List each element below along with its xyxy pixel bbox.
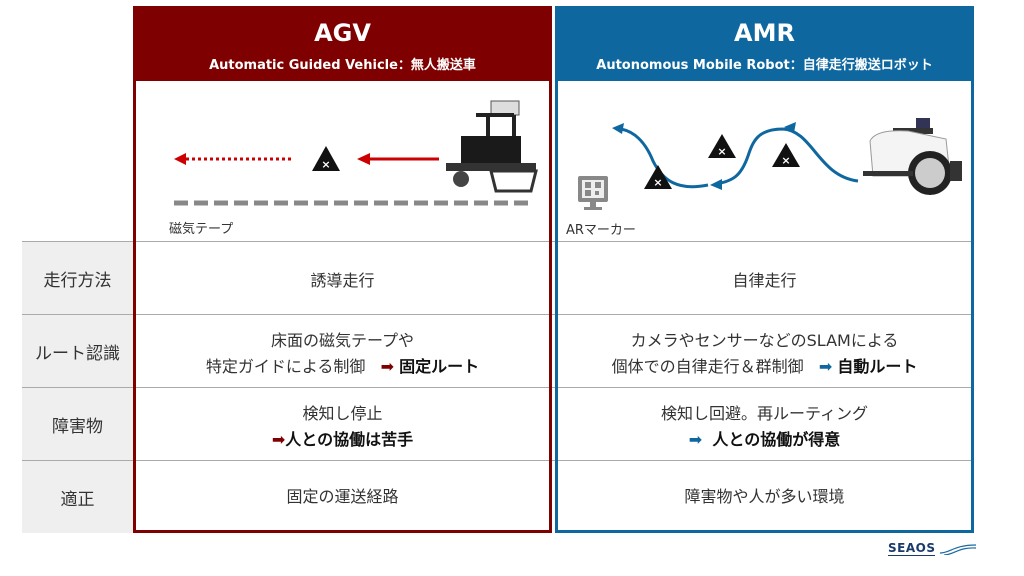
amr-subtitle: Autonomous Mobile Robot：自律走行搬送ロボット (596, 58, 933, 73)
cell-text: 誘導走行 (310, 270, 375, 290)
arrow-right-icon: ➡ (818, 356, 833, 376)
cell-text: 検知し停止 (302, 403, 383, 423)
wave-icon (940, 543, 977, 556)
amr-suitability: 障害物や人が多い環境 (558, 463, 971, 530)
agv-column: AGV Automatic Guided Vehicle：無人搬送車 × 磁気テ… (133, 6, 552, 533)
row-label-obstacle: 障害物 (22, 388, 133, 460)
row-label-text: 障害物 (52, 416, 103, 437)
agv-header: AGV Automatic Guided Vehicle：無人搬送車 (136, 9, 549, 81)
arrowhead-icon (784, 122, 796, 133)
agv-subtitle: Automatic Guided Vehicle：無人搬送車 (209, 58, 476, 73)
amr-travel-method: 自律走行 (558, 244, 971, 317)
svg-text:×: × (717, 145, 726, 158)
cell-text: カメラやセンサーなどのSLAMによる (630, 330, 899, 350)
amr-route-recognition: カメラやセンサーなどのSLAMによる 個体での自律走行＆群制御 ➡ 自動ルート (558, 317, 971, 390)
row-label-route-recognition: ルート認識 (22, 315, 133, 387)
amr-column: AMR Autonomous Mobile Robot：自律走行搬送ロボット ×… (555, 6, 974, 533)
agv-illustration: × (174, 100, 538, 206)
obstacle-icon: × (772, 143, 800, 167)
cell-text: 床面の磁気テープや (270, 330, 415, 350)
row-label-travel-method: 走行方法 (22, 242, 133, 314)
cell-text: 検知し回避。再ルーティング (660, 403, 869, 423)
arrow-right-icon: ➡ (688, 429, 703, 449)
arrow-right-icon: ➡ (271, 429, 286, 449)
agv-title: AGV (314, 19, 371, 47)
divider (22, 387, 974, 388)
agv-obstacle: 検知し停止 ➡人との協働は苦手 (136, 390, 549, 463)
obstacle-icon: × (708, 134, 736, 158)
amr-title: AMR (734, 19, 795, 47)
arrowhead-icon (710, 179, 722, 190)
divider (22, 241, 974, 242)
obstacle-icon: × (644, 165, 672, 189)
ar-marker-icon (578, 176, 608, 210)
arrowhead-icon (357, 153, 370, 165)
logo-text: SEAOS (888, 541, 936, 556)
row-label-text: ルート認識 (35, 343, 120, 364)
arrow-right-icon: ➡ (380, 356, 395, 376)
row-label-text: 走行方法 (43, 270, 112, 291)
cell-text: 固定の運送経路 (286, 486, 399, 506)
cell-text: 個体での自律走行＆群制御 (611, 356, 804, 376)
seaos-logo: SEAOS (888, 541, 977, 556)
amr-illustration: × × × (578, 118, 962, 210)
cell-text: 障害物や人が多い環境 (684, 486, 845, 506)
svg-text:×: × (781, 154, 790, 167)
agv-route-recognition: 床面の磁気テープや 特定ガイドによる制御 ➡ 固定ルート (136, 317, 549, 390)
magnetic-tape-caption: 磁気テープ (169, 222, 234, 237)
agv-travel-method: 誘導走行 (136, 244, 549, 317)
divider (22, 314, 974, 315)
obstacle-icon: × (312, 146, 340, 171)
amr-obstacle: 検知し回避。再ルーティング ➡ 人との協働が得意 (558, 390, 971, 463)
svg-text:×: × (653, 176, 662, 189)
agv-robot-icon (446, 100, 538, 193)
cell-highlight: 固定ルート (399, 356, 480, 376)
row-label-text: 適正 (60, 489, 95, 510)
cell-highlight: 自動ルート (837, 356, 918, 376)
ar-marker-caption: ARマーカー (566, 223, 636, 238)
cell-text: 特定ガイドによる制御 (205, 356, 366, 376)
cell-highlight: 人との協働が得意 (712, 429, 841, 449)
arrowhead-icon (174, 153, 186, 165)
svg-text:×: × (321, 158, 330, 171)
cell-text: 自律走行 (732, 270, 797, 290)
arrowhead-icon (612, 123, 624, 134)
amr-robot-icon (863, 118, 962, 195)
agv-suitability: 固定の運送経路 (136, 463, 549, 530)
amr-header: AMR Autonomous Mobile Robot：自律走行搬送ロボット (558, 9, 971, 81)
cell-highlight: 人との協働は苦手 (285, 429, 414, 449)
row-label-suitability: 適正 (22, 461, 133, 533)
divider (22, 460, 974, 461)
